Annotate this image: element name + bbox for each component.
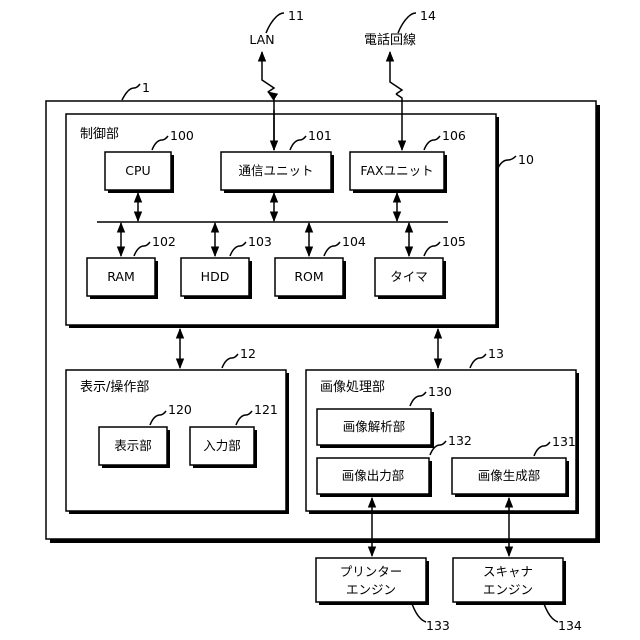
hdd-ref: 103	[248, 234, 272, 249]
image-analysis-ref: 130	[428, 384, 452, 399]
fax-unit-ref: 106	[442, 128, 466, 143]
image-analysis-label: 画像解析部	[343, 419, 406, 434]
timer-label: タイマ	[390, 269, 428, 284]
display-ref: 120	[168, 402, 192, 417]
image-output-ref: 132	[448, 433, 472, 448]
device-ref: 1	[142, 80, 150, 95]
fax-unit-label: FAXユニット	[360, 163, 433, 178]
cpu-label: CPU	[125, 163, 150, 178]
printer-engine-label-line2: エンジン	[346, 582, 396, 597]
comm-unit-label: 通信ユニット	[238, 163, 313, 178]
image-generation-label: 画像生成部	[478, 468, 541, 483]
display-label: 表示部	[114, 438, 152, 453]
phone-line-label: 電話回線	[364, 32, 416, 48]
ref-leader-1	[122, 84, 140, 100]
lan-connection-upper	[262, 52, 274, 92]
display-operation-title: 表示/操作部	[80, 379, 149, 395]
input-ref: 121	[254, 402, 278, 417]
phone-line-ref: 14	[420, 8, 436, 23]
phone-connection-upper	[390, 52, 402, 94]
input-label: 入力部	[203, 438, 241, 453]
ref-leader-134	[544, 604, 558, 622]
timer-ref: 105	[442, 234, 466, 249]
ref-leader-133	[412, 604, 426, 622]
ref-leader-14	[398, 13, 416, 33]
ref-leader-11	[266, 13, 284, 33]
scanner-engine-label-line2: エンジン	[483, 582, 533, 597]
ram-ref: 102	[152, 234, 176, 249]
control-section-title: 制御部	[80, 127, 119, 142]
ram-label: RAM	[107, 269, 135, 284]
image-processing-title: 画像処理部	[320, 380, 385, 395]
image-generation-ref: 131	[552, 434, 576, 449]
printer-engine-ref: 133	[426, 618, 450, 633]
printer-engine-label-line1: プリンター	[340, 564, 403, 579]
display-operation-ref: 12	[240, 346, 256, 361]
cpu-ref: 100	[170, 128, 194, 143]
image-output-label: 画像出力部	[342, 468, 405, 483]
hdd-label: HDD	[201, 269, 230, 284]
lan-label: LAN	[249, 32, 274, 47]
lan-ref: 11	[288, 8, 304, 23]
scanner-engine-label-line1: スキャナ	[483, 564, 533, 579]
image-processing-ref: 13	[488, 346, 504, 361]
comm-unit-ref: 101	[308, 128, 332, 143]
scanner-engine-ref: 134	[558, 618, 582, 633]
main-board-ref: 10	[518, 152, 534, 167]
rom-label: ROM	[294, 269, 323, 284]
rom-ref: 104	[342, 234, 366, 249]
